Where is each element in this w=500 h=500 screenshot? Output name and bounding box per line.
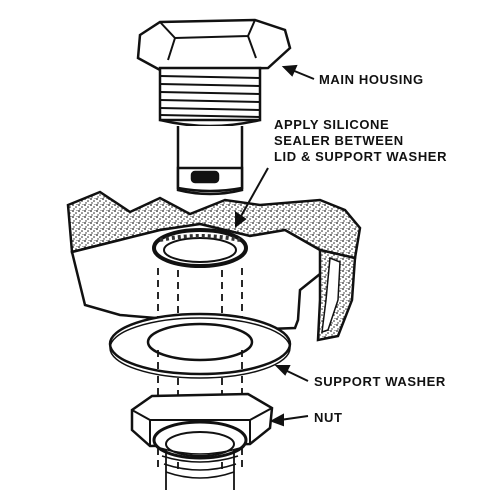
arrowhead-main-housing <box>281 64 298 77</box>
label-apply-sealer-line-2: SEALER BETWEEN <box>274 133 404 148</box>
support-washer <box>108 312 292 379</box>
leader-lines <box>235 64 315 427</box>
main-housing <box>136 18 292 196</box>
label-nut: NUT <box>314 410 343 425</box>
arrowhead-support-washer <box>274 365 291 376</box>
lid-panel <box>66 190 362 342</box>
label-apply-sealer: APPLY SILICONE SEALER BETWEEN LID & SUPP… <box>274 117 447 165</box>
label-support-washer: SUPPORT WASHER <box>314 374 446 389</box>
nut <box>130 392 274 490</box>
label-main-housing: MAIN HOUSING <box>319 72 424 87</box>
housing-hex-head <box>136 18 292 72</box>
label-apply-sealer-line-3: LID & SUPPORT WASHER <box>274 149 448 164</box>
arrowhead-nut <box>269 413 284 427</box>
label-apply-sealer-line-1: APPLY SILICONE <box>274 117 390 132</box>
arrowhead-sealer <box>235 211 247 229</box>
